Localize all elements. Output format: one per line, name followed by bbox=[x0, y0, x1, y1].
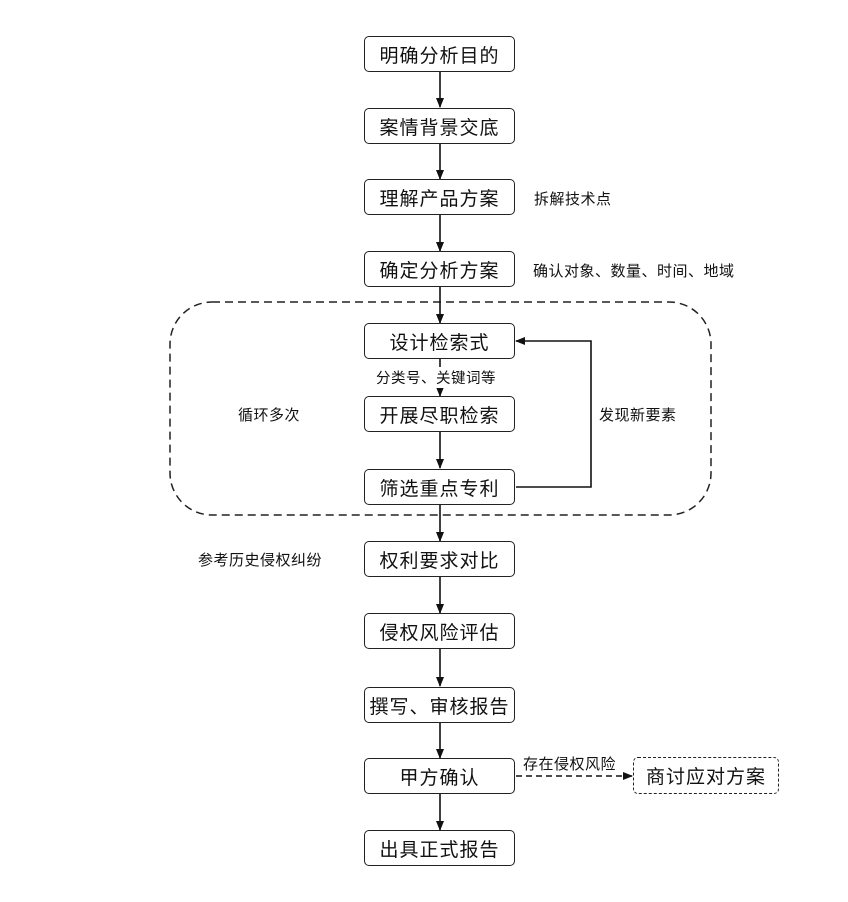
loop-back-arrow bbox=[515, 337, 592, 488]
step-due-diligence-search: 开展尽职检索 bbox=[364, 396, 515, 432]
note-history-disputes: 参考历史侵权纠纷 bbox=[198, 551, 323, 569]
note-keywords: 分类号、关键词等 bbox=[376, 367, 496, 388]
step-client-confirm: 甲方确认 bbox=[364, 758, 515, 794]
note-dismantle-tech: 拆解技术点 bbox=[534, 190, 612, 208]
step-understand-product: 理解产品方案 bbox=[364, 179, 515, 215]
step-clarify-goal: 明确分析目的 bbox=[364, 36, 515, 72]
step-design-query: 设计检索式 bbox=[364, 323, 515, 359]
step-case-briefing: 案情背景交底 bbox=[364, 108, 515, 144]
side-discuss-response: 商讨应对方案 bbox=[633, 757, 779, 794]
step-define-plan: 确定分析方案 bbox=[364, 251, 515, 287]
step-claim-comparison: 权利要求对比 bbox=[364, 541, 515, 577]
step-screen-patents: 筛选重点专利 bbox=[364, 469, 515, 505]
note-new-elements: 发现新要素 bbox=[599, 406, 677, 424]
note-confirm-scope: 确认对象、数量、时间、地域 bbox=[533, 262, 735, 280]
step-write-review-report: 撰写、审核报告 bbox=[364, 687, 515, 723]
note-infringement-risk: 存在侵权风险 bbox=[523, 755, 617, 773]
step-risk-assessment: 侵权风险评估 bbox=[364, 613, 515, 649]
note-loop-multiple: 循环多次 bbox=[238, 406, 301, 424]
step-final-report: 出具正式报告 bbox=[364, 830, 515, 866]
